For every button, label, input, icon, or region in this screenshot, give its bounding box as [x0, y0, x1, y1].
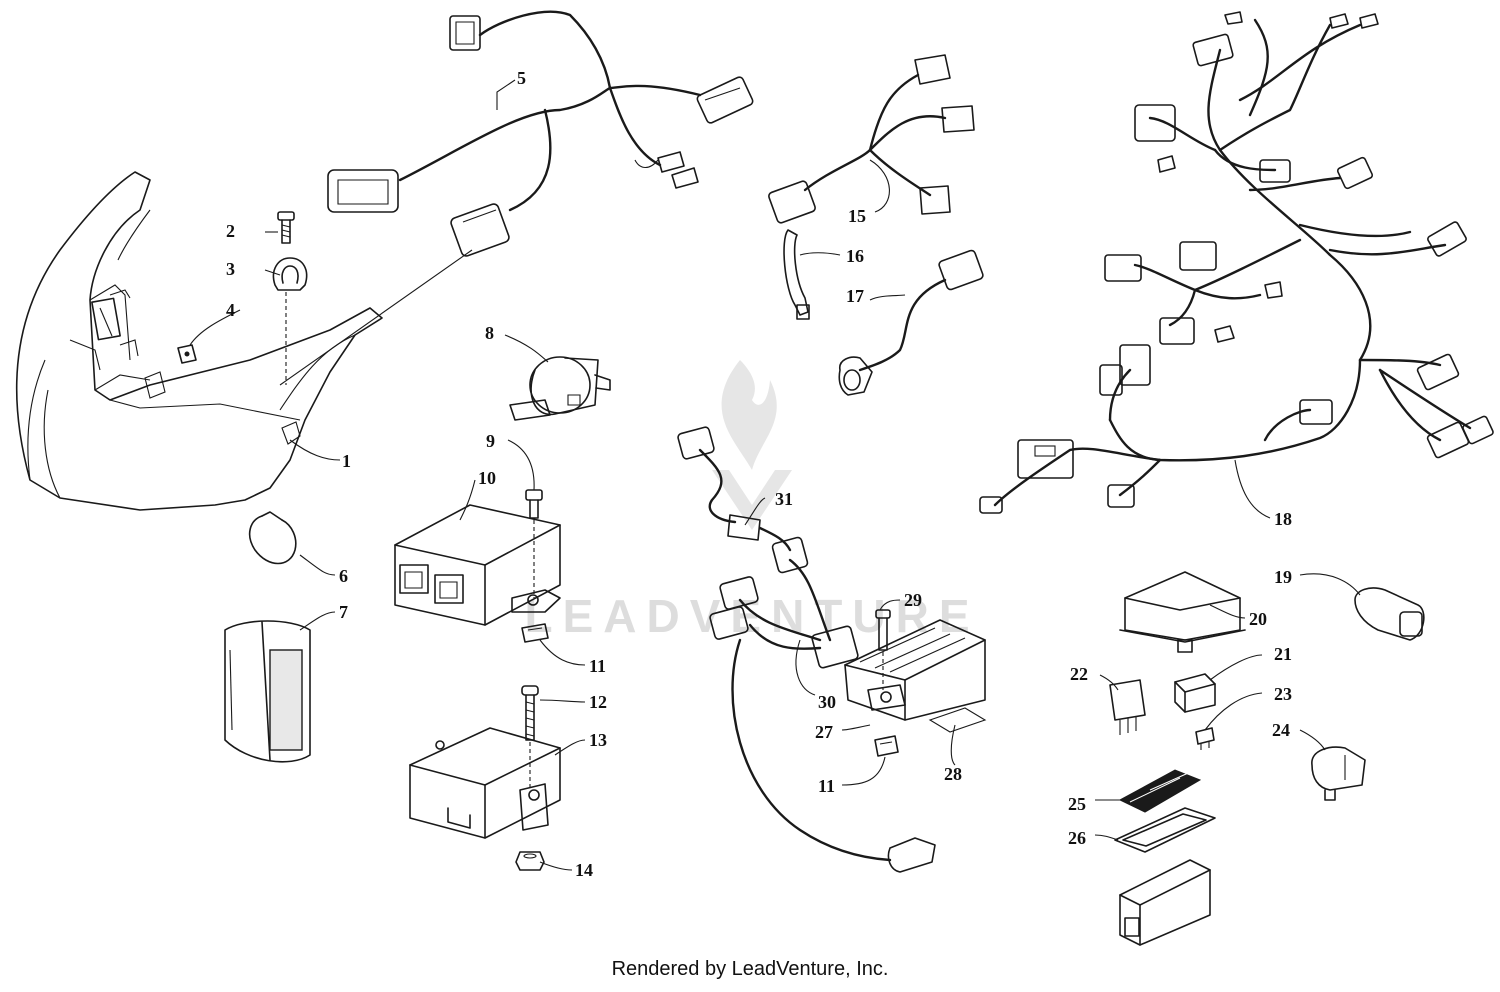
- callout-11a: 11: [589, 656, 606, 676]
- callout-10: 10: [478, 468, 496, 488]
- part-20-fuse-box-cover: [1119, 571, 1246, 653]
- callout-30: 30: [818, 692, 836, 712]
- callout-2: 2: [226, 221, 235, 241]
- part-13-module-cover: [409, 727, 561, 839]
- callout-1: 1: [342, 451, 351, 471]
- callout-23: 23: [1274, 684, 1292, 704]
- callout-3: 3: [226, 259, 235, 279]
- part-1-headlight-housing: [15, 171, 383, 511]
- callout-6: 6: [339, 566, 348, 586]
- part-17-adapter-harness: [838, 249, 984, 396]
- part-18-main-harness: [979, 11, 1494, 519]
- part-11-speed-nut-a: [521, 623, 549, 643]
- part-26-gasket: [1114, 807, 1216, 853]
- callout-20: 20: [1249, 609, 1267, 629]
- part-3-clamp: [272, 257, 308, 385]
- part-2-bolt: [277, 211, 295, 244]
- part-29-bolt: [875, 609, 891, 690]
- callout-16: 16: [846, 246, 864, 266]
- callout-17: 17: [846, 286, 864, 306]
- part-31-pigtail: [677, 426, 809, 574]
- watermark-text: LEADVENTURE: [524, 590, 979, 642]
- leader-lines: [189, 231, 1326, 871]
- callout-31: 31: [775, 489, 793, 509]
- part-25-fuse-label: [1118, 769, 1202, 813]
- part-21-relay: [1174, 673, 1216, 713]
- part-27-ecu: [844, 619, 986, 721]
- part-7-foam-sleeve: [224, 620, 311, 763]
- callout-9: 9: [486, 431, 495, 451]
- part-9-bolt: [525, 489, 543, 598]
- watermark: LEADVENTURE: [524, 360, 979, 642]
- callout-7: 7: [339, 602, 348, 622]
- part-8-flasher-relay: [509, 356, 611, 421]
- callout-26: 26: [1068, 828, 1086, 848]
- callout-19: 19: [1274, 567, 1292, 587]
- part-15-sub-harness: [768, 54, 975, 224]
- part-6-ring: [248, 511, 297, 565]
- callout-5: 5: [517, 68, 526, 88]
- part-4-clip-nut: [177, 344, 197, 364]
- part-23-blade-fuse: [1195, 727, 1215, 750]
- callout-27: 27: [815, 722, 833, 742]
- callout-4: 4: [226, 300, 235, 320]
- callout-11b: 11: [818, 776, 835, 796]
- callout-14: 14: [575, 860, 593, 880]
- fuse-block-body: [1119, 859, 1211, 946]
- part-14-nut: [515, 851, 545, 871]
- part-10-control-module: [394, 504, 561, 626]
- part-11-speed-nut-b: [874, 735, 899, 757]
- part-22-mini-relay: [1109, 679, 1146, 735]
- callout-28: 28: [944, 764, 962, 784]
- callout-21: 21: [1274, 644, 1292, 664]
- callout-8: 8: [485, 323, 494, 343]
- callout-22: 22: [1070, 664, 1088, 684]
- callout-12: 12: [589, 692, 607, 712]
- callout-18: 18: [1274, 509, 1292, 529]
- part-19-connector: [1299, 573, 1425, 641]
- part-30-ecu-harness: [709, 558, 936, 873]
- callout-25: 25: [1068, 794, 1086, 814]
- part-5-wiring-harness: [279, 10, 754, 386]
- callouts: 1 2 3 4 5 6 7 8 9 10 11 11 12 13 14 15 1…: [226, 68, 1292, 880]
- footer-credit: Rendered by LeadVenture, Inc.: [611, 958, 889, 980]
- part-28-label: [928, 707, 987, 733]
- callout-29: 29: [904, 590, 922, 610]
- part-24-terminal-block: [1311, 746, 1366, 801]
- callout-13: 13: [589, 730, 607, 750]
- callout-15: 15: [848, 206, 866, 226]
- callout-24: 24: [1272, 720, 1290, 740]
- part-16-cable-tie: [783, 229, 841, 320]
